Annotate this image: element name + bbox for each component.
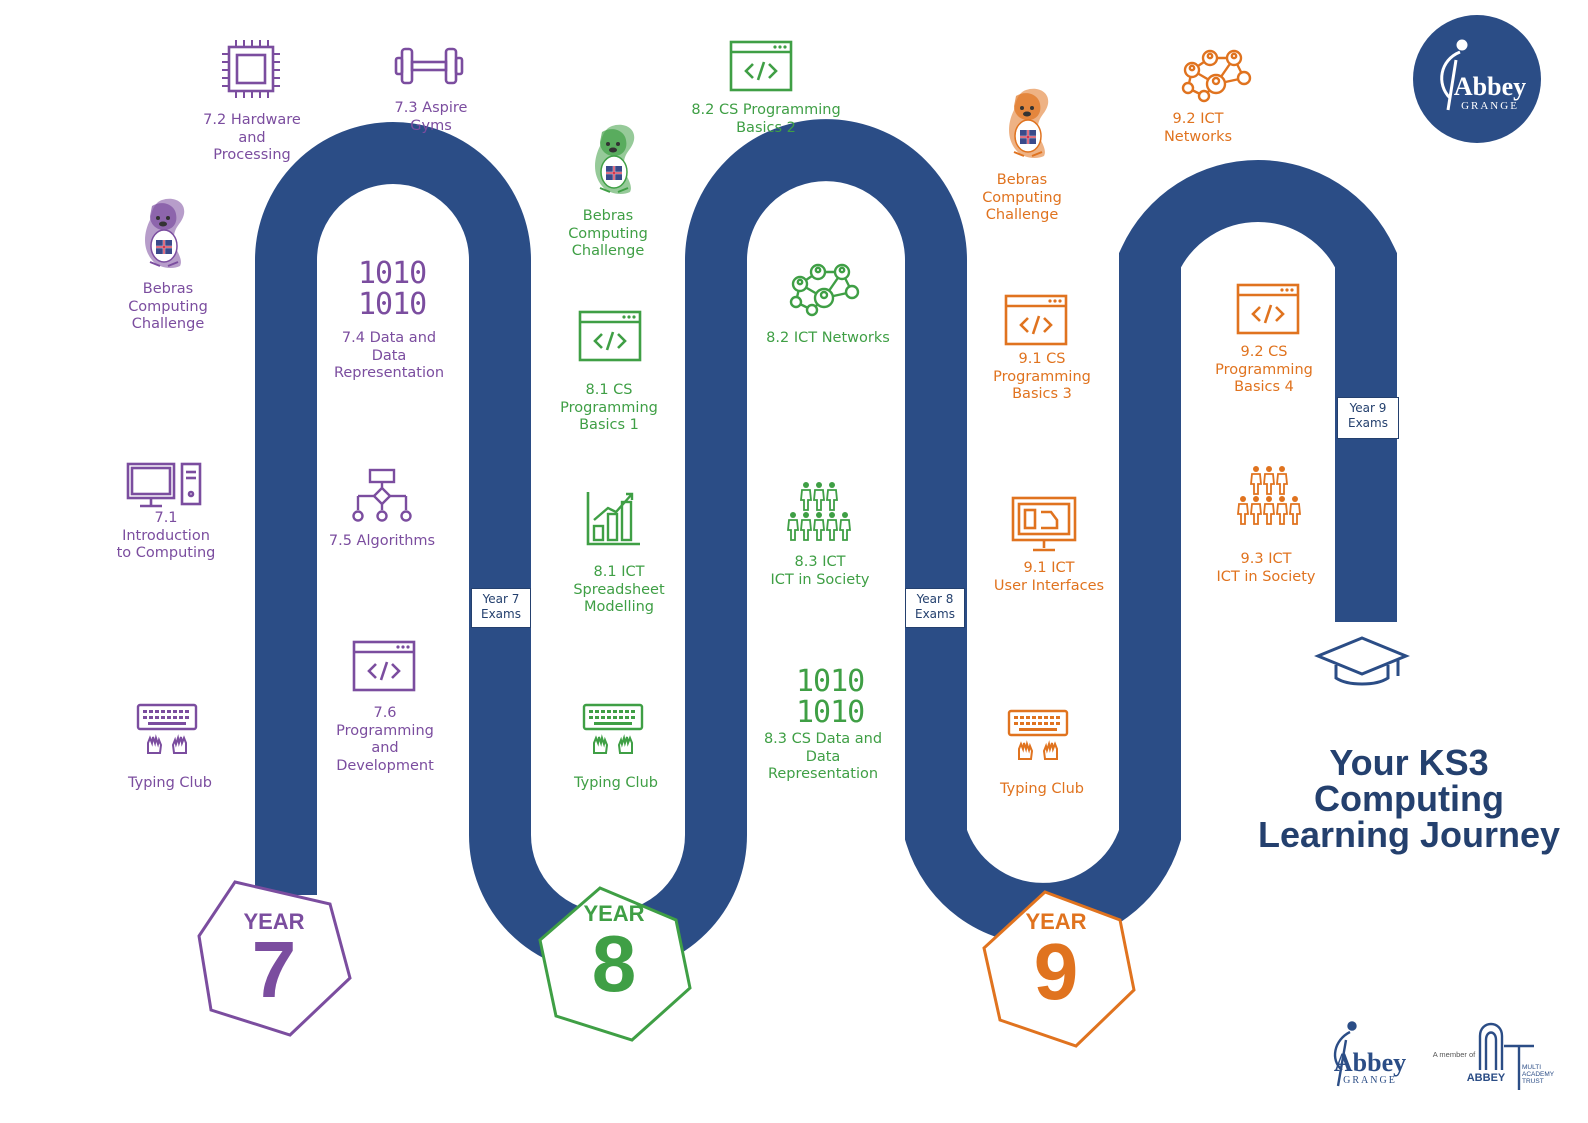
trust-name: ABBEY bbox=[1466, 1072, 1506, 1084]
topic-7-5-algorithms: 7.5 Algorithms bbox=[328, 533, 436, 549]
topic-7-2-hardware: 7.2 Hardware and Processing bbox=[203, 112, 301, 163]
keyboard-hands-icon bbox=[582, 703, 644, 755]
code-window-icon bbox=[352, 640, 416, 692]
title-line-2: Computing bbox=[1314, 778, 1504, 819]
footer-school-logo: Abbey GRANGE bbox=[1322, 1050, 1418, 1086]
year7-hexagon bbox=[197, 880, 352, 1037]
binary-row: 1010 bbox=[796, 664, 865, 699]
binary-icon: 1010 1010 bbox=[796, 664, 865, 730]
topic-typing-club-y9: Typing Club bbox=[1000, 781, 1084, 797]
topic-typing-club-y7: Typing Club bbox=[128, 775, 212, 791]
network-icon bbox=[1181, 49, 1252, 103]
year8-hexagon bbox=[538, 886, 692, 1042]
binary-icon: 1010 1010 bbox=[358, 256, 427, 322]
topic-9-1-cs-basics3: 9.1 CS Programming Basics 3 bbox=[993, 351, 1091, 402]
topic-8-3-society: 8.3 ICT ICT in Society bbox=[770, 554, 870, 588]
topic-9-2-cs-basics4: 9.2 CS Programming Basics 4 bbox=[1215, 344, 1313, 395]
binary-row: 1010 bbox=[358, 256, 427, 291]
school-logo: Abbey GRANGE bbox=[1440, 72, 1540, 113]
topic-9-3-society: 9.3 ICT ICT in Society bbox=[1216, 551, 1316, 585]
school-logo-disc bbox=[1413, 15, 1541, 143]
dumbbell-icon bbox=[394, 47, 464, 85]
member-of-text: A member of bbox=[1432, 1050, 1476, 1059]
year8-label: YEAR 8 bbox=[554, 902, 674, 1004]
topic-typing-club-y8: Typing Club bbox=[574, 775, 658, 791]
footer-figure-icon bbox=[1333, 1021, 1357, 1087]
topic-8-3-data: 8.3 CS Data and Data Representation bbox=[763, 731, 883, 782]
year-word: YEAR bbox=[1025, 909, 1087, 934]
code-window-icon bbox=[729, 40, 793, 92]
people-group-icon bbox=[788, 482, 850, 540]
trust-arches-icon bbox=[1478, 1022, 1534, 1090]
year8-exams-box: Year 8 Exams bbox=[905, 588, 965, 628]
year-word: YEAR bbox=[243, 909, 305, 934]
year-number: 9 bbox=[1033, 927, 1079, 1016]
poster-title: Your KS3 Computing Learning Journey bbox=[1244, 745, 1574, 853]
year9-hexagon bbox=[982, 890, 1136, 1048]
code-window-icon bbox=[1004, 294, 1068, 346]
bar-chart-icon bbox=[586, 490, 642, 546]
topic-9-2-networks: 9.2 ICT Networks bbox=[1163, 111, 1233, 145]
beaver-mascot-icon bbox=[143, 197, 186, 270]
network-icon bbox=[789, 263, 860, 317]
beaver-mascot-icon bbox=[593, 123, 636, 196]
topic-8-1-spreadsheet: 8.1 ICT Spreadsheet Modelling bbox=[573, 564, 665, 615]
topic-8-2-cs-basics2: 8.2 CS Programming Basics 2 bbox=[691, 102, 841, 136]
topic-9-1-ui: 9.1 ICT User Interfaces bbox=[993, 560, 1105, 594]
year-word: YEAR bbox=[583, 901, 645, 926]
topic-bebras-y9: Bebras Computing Challenge bbox=[982, 172, 1062, 223]
logo-name: Abbey bbox=[1453, 72, 1527, 101]
desktop-computer-icon bbox=[126, 462, 202, 508]
code-window-icon bbox=[578, 310, 642, 362]
title-line-3: Learning Journey bbox=[1257, 814, 1561, 855]
topic-7-4-data: 7.4 Data and Data Representation bbox=[333, 330, 445, 381]
year-number: 7 bbox=[251, 925, 297, 1014]
year7-exams-box: Year 7 Exams bbox=[471, 588, 531, 628]
year-number: 8 bbox=[591, 919, 637, 1008]
topic-bebras-y8: Bebras Computing Challenge bbox=[568, 208, 648, 259]
keyboard-hands-icon bbox=[1007, 709, 1069, 761]
year7-label: YEAR 7 bbox=[214, 910, 334, 1010]
topic-7-1-intro: 7.1 Introduction to Computing bbox=[116, 510, 216, 561]
monitor-ui-icon bbox=[1011, 496, 1077, 552]
year9-label: YEAR 9 bbox=[996, 910, 1116, 1012]
title-line-1: Your KS3 bbox=[1329, 742, 1489, 783]
binary-row: 1010 bbox=[796, 695, 865, 730]
cpu-chip-icon bbox=[222, 40, 280, 98]
journey-road bbox=[255, 119, 1397, 974]
people-group-icon bbox=[1238, 466, 1300, 524]
footer-school-sub: GRANGE bbox=[1343, 1075, 1397, 1086]
topic-7-6-programming: 7.6 Programming and Development bbox=[336, 705, 434, 774]
graduation-cap-icon bbox=[1314, 636, 1410, 686]
flowchart-icon bbox=[352, 468, 412, 522]
footer-school-name: Abbey bbox=[1333, 1048, 1407, 1077]
binary-row: 1010 bbox=[358, 287, 427, 322]
logo-figure-icon bbox=[1440, 39, 1468, 111]
trust-sub: MULTI ACADEMY TRUST bbox=[1522, 1064, 1555, 1085]
code-window-icon bbox=[1236, 283, 1300, 335]
topic-bebras-y7: Bebras Computing Challenge bbox=[128, 281, 208, 332]
year9-exams-box: Year 9 Exams bbox=[1337, 397, 1399, 439]
beaver-mascot-icon bbox=[1007, 87, 1050, 160]
logo-sub: GRANGE bbox=[1461, 100, 1519, 112]
keyboard-hands-icon bbox=[136, 703, 198, 755]
topic-7-3-aspire-gyms: 7.3 Aspire Gyms bbox=[394, 100, 468, 134]
topic-8-1-cs-basics1: 8.1 CS Programming Basics 1 bbox=[560, 382, 658, 433]
topic-8-2-networks: 8.2 ICT Networks bbox=[766, 330, 890, 346]
